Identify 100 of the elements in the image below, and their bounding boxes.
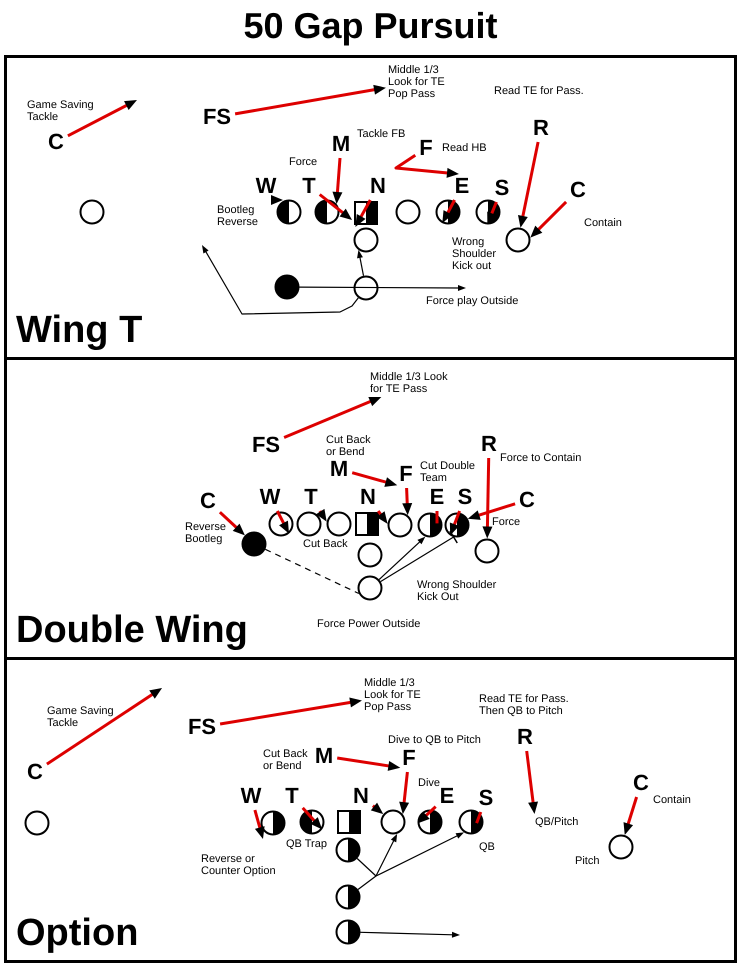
player-circle: [458, 809, 484, 835]
note-text: Contain: [584, 217, 622, 229]
arrow: [402, 488, 412, 516]
position-letter: T: [304, 487, 318, 507]
player-circle: [474, 538, 500, 564]
note-text: Pitch: [575, 855, 600, 867]
position-letter: C: [570, 180, 586, 200]
arrow: [442, 199, 456, 224]
arrow: [302, 806, 322, 830]
position-letter: W: [240, 786, 262, 806]
arrow: [450, 510, 461, 536]
note-text: Read TE for Pass. Then QB to Pitch: [479, 693, 570, 717]
play-panel: [4, 357, 737, 660]
player-circle: [435, 199, 461, 225]
arrow: [336, 756, 400, 771]
position-letter: R: [533, 118, 549, 138]
arrow: [234, 84, 386, 116]
position-letter: F: [419, 138, 433, 158]
arrow: [318, 193, 352, 220]
note-text: Game Saving Tackle: [47, 705, 115, 729]
arrow: [300, 285, 466, 291]
position-letter: FS: [252, 435, 280, 455]
player-circle: [79, 199, 105, 225]
position-letter: S: [458, 487, 472, 507]
note-text: Reverse or Counter Option: [201, 853, 277, 877]
player-circle: [241, 531, 267, 557]
note-text: QB/Pitch: [535, 816, 578, 828]
dashed-line: [265, 548, 360, 594]
player-circle: [475, 199, 501, 225]
position-letter: M: [330, 459, 348, 479]
player-circle: [380, 809, 406, 835]
center-square: [354, 201, 378, 225]
player-circle: [444, 512, 470, 538]
position-letter: C: [48, 132, 64, 152]
position-letter: S: [494, 178, 510, 198]
player-circle: [353, 227, 379, 253]
arrow: [271, 195, 283, 205]
arrow: [253, 810, 265, 840]
position-letter: R: [481, 434, 497, 454]
position-letter: C: [200, 491, 216, 511]
diagram-title: 50 Gap Pursuit: [243, 6, 498, 46]
note-text: Tackle FB: [357, 128, 406, 140]
arrow: [220, 698, 362, 726]
position-letter: T: [285, 786, 299, 806]
player-circle: [417, 809, 443, 835]
position-letter: F: [402, 748, 416, 768]
center-square: [337, 810, 361, 834]
position-letter: FS: [188, 717, 216, 737]
player-circle: [299, 809, 325, 835]
position-letter: T: [302, 176, 316, 196]
player-circle: [387, 512, 413, 538]
note-text: Cut Double Team: [420, 460, 476, 484]
note-text: Reverse Bootleg: [185, 521, 227, 545]
note-text: Wrong Shoulder Kick out: [452, 236, 498, 272]
note-text: Game Saving Tackle: [27, 99, 95, 123]
player-circle: [357, 542, 383, 568]
player-circle: [296, 511, 322, 537]
player-circle: [395, 199, 421, 225]
arrow: [46, 688, 162, 766]
arrow: [530, 200, 568, 238]
arrow: [360, 932, 460, 938]
arrow: [487, 201, 498, 224]
arrow: [624, 796, 638, 836]
player-circle: [335, 919, 361, 945]
arrow: [376, 510, 388, 524]
note-text: Middle 1/3 Look for TE Pass: [370, 371, 460, 395]
position-letter: C: [633, 773, 649, 793]
note-text: QB: [479, 841, 495, 853]
position-letter: N: [370, 176, 386, 196]
position-letter: E: [454, 176, 470, 196]
position-letter: M: [332, 134, 350, 154]
arrow: [399, 772, 410, 814]
position-letter: C: [519, 490, 535, 510]
arrow: [355, 199, 372, 227]
position-letter: N: [360, 487, 376, 507]
position-letter: F: [399, 464, 413, 484]
arrow: [276, 510, 289, 534]
arrow: [370, 802, 384, 814]
player-circle: [24, 810, 50, 836]
arrow: [332, 158, 342, 204]
position-letter: W: [256, 176, 276, 196]
arrow: [356, 834, 398, 877]
note-text: Cut Back: [303, 538, 348, 550]
player-circle: [505, 227, 531, 253]
player-circle: [314, 199, 340, 225]
arrow: [378, 536, 426, 580]
player-circle: [260, 810, 286, 836]
player-circle: [357, 575, 383, 601]
note-text: Force Power Outside: [317, 618, 420, 630]
position-letter: R: [517, 727, 533, 747]
play-panel: [4, 657, 737, 963]
note-text: Force to Contain: [500, 452, 582, 464]
position-letter: E: [440, 786, 454, 806]
player-circle: [335, 884, 361, 910]
position-letter: FS: [202, 107, 232, 127]
note-text: QB Trap: [286, 838, 327, 850]
note-text: Dive: [418, 777, 440, 789]
position-letter: S: [478, 788, 494, 808]
arrow: [316, 508, 327, 522]
note-text: Middle 1/3 Look for TE Pop Pass: [364, 677, 426, 713]
